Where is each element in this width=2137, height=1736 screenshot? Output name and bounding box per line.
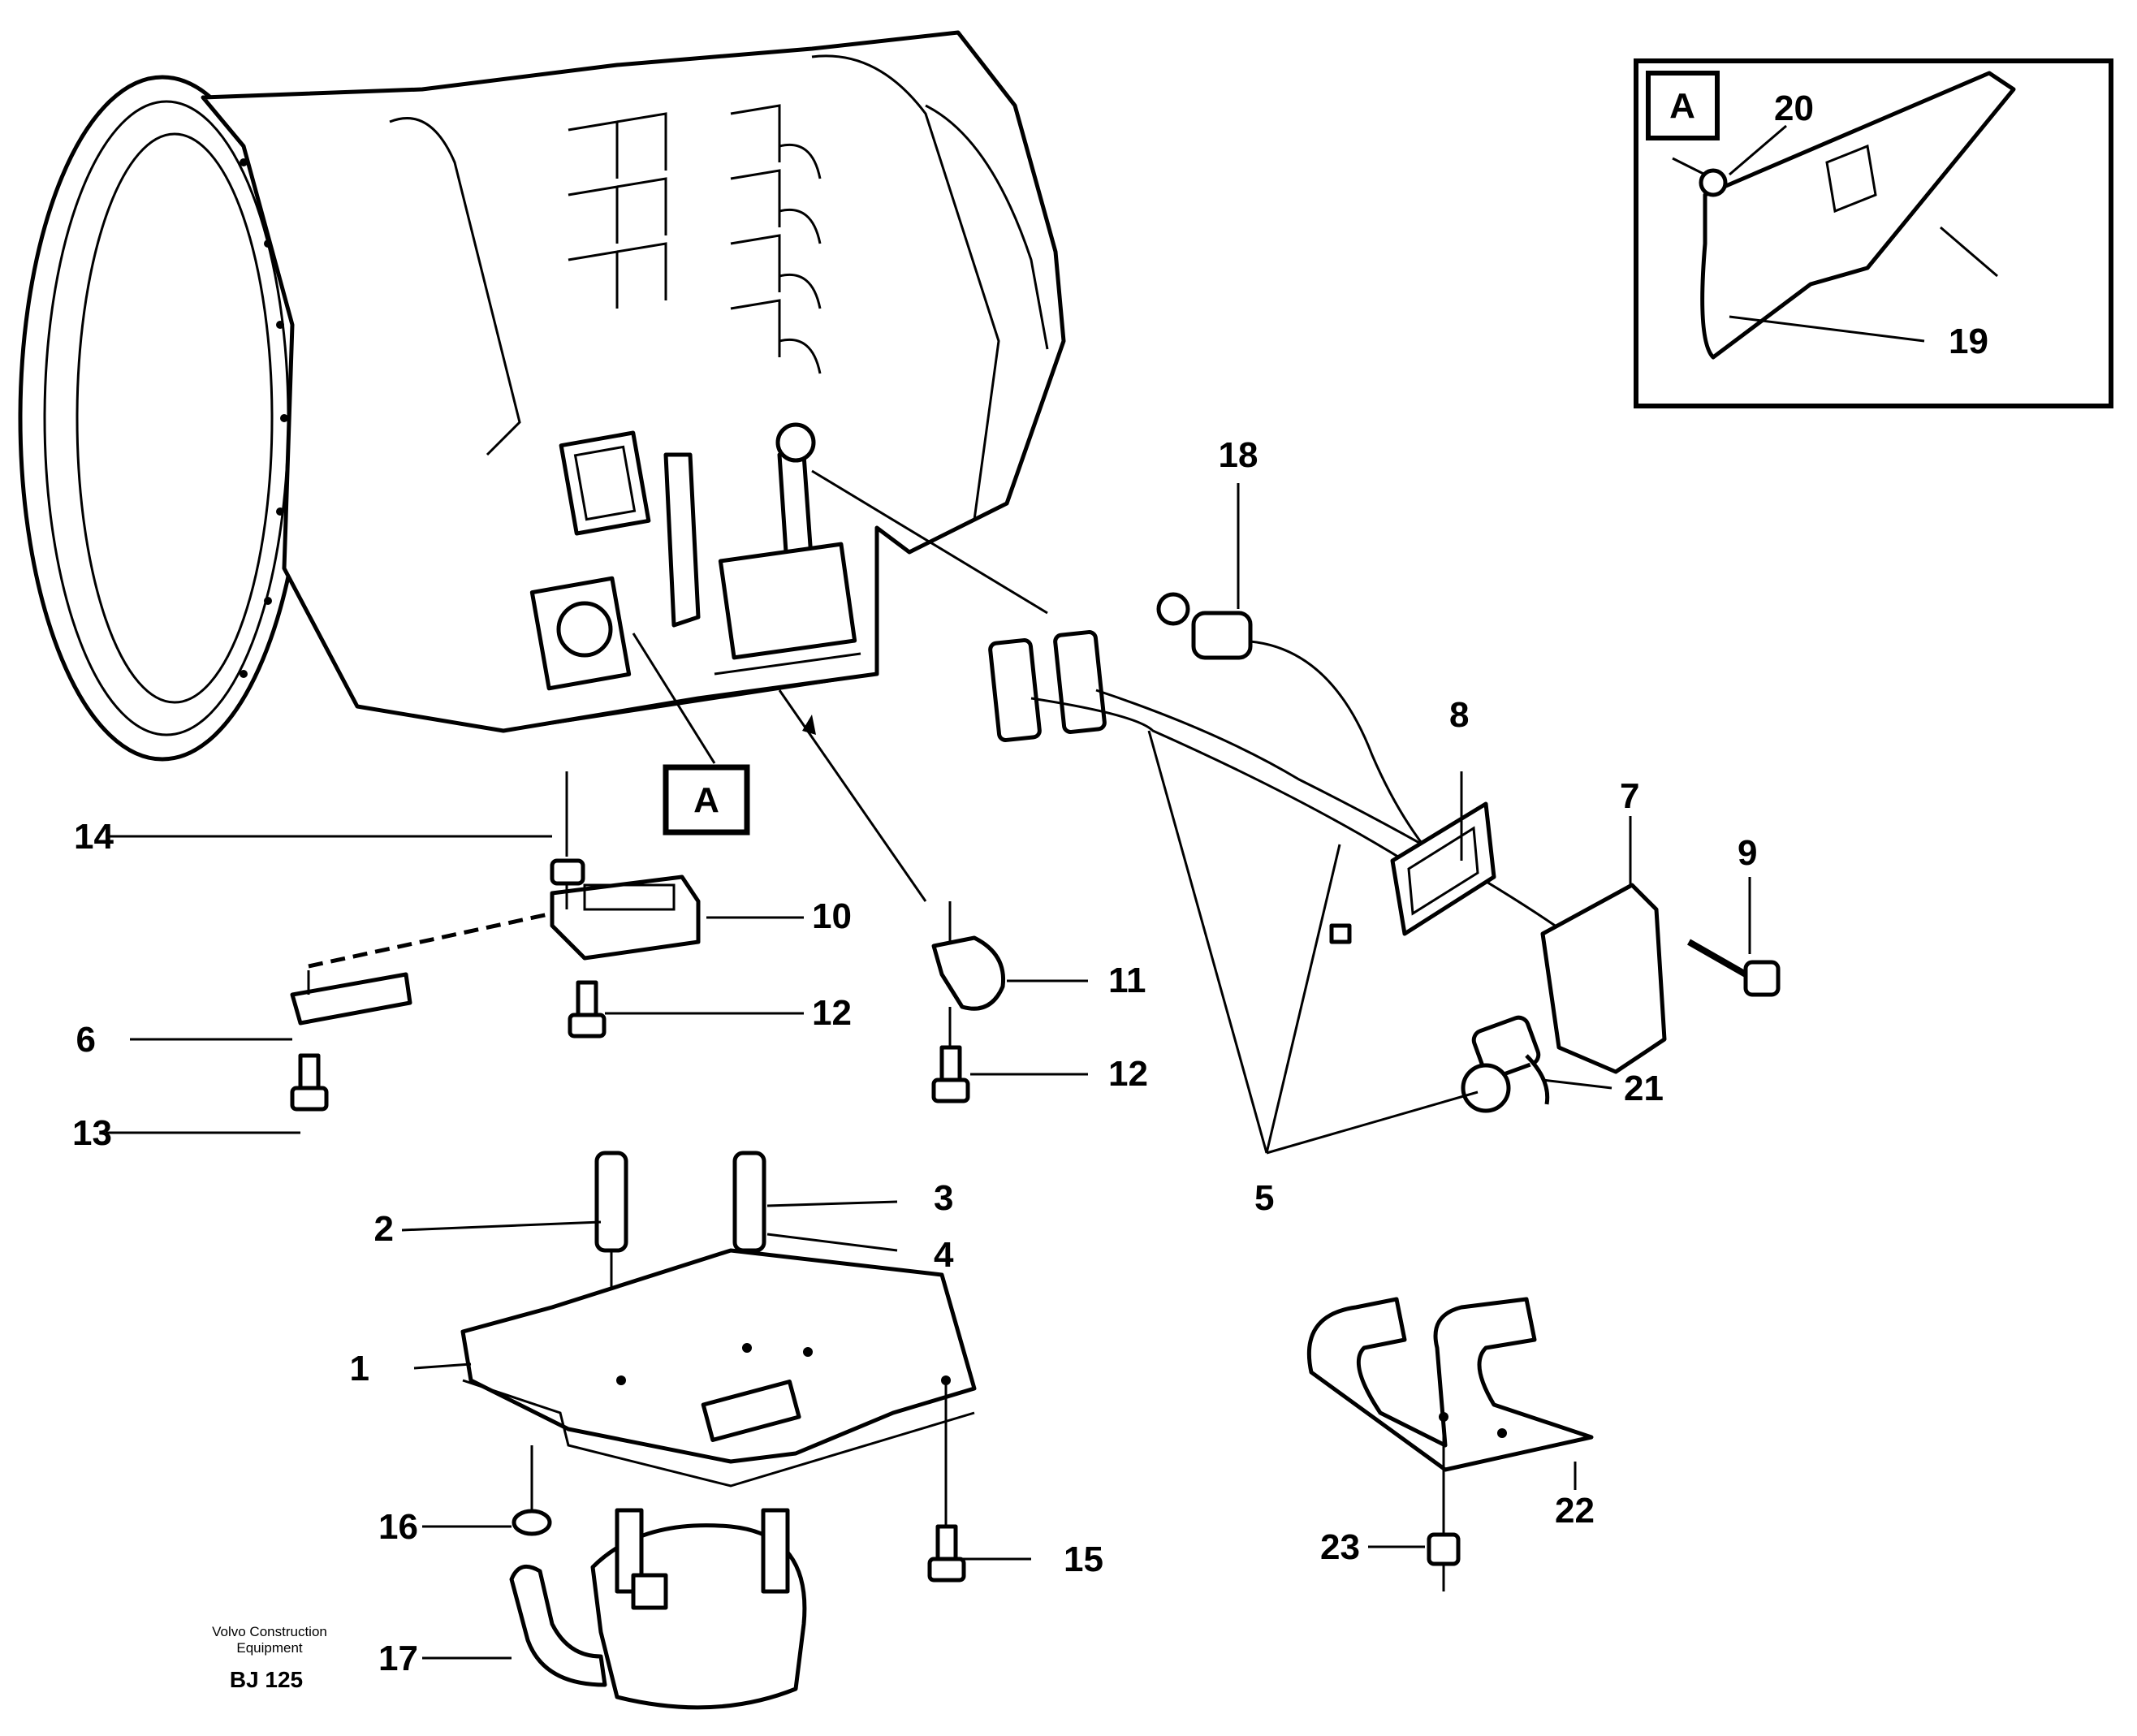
- callout-22: 22: [1555, 1491, 1595, 1531]
- detail-view-a: A: [1634, 58, 2113, 408]
- callout-21: 21: [1624, 1069, 1664, 1108]
- valve-plate: [460, 1151, 977, 1710]
- callout-leaders: [106, 483, 1751, 1660]
- callout-12a: 12: [812, 993, 852, 1033]
- callout-9: 9: [1738, 833, 1757, 873]
- callout-10: 10: [812, 896, 852, 936]
- leader-lines-housing: [632, 469, 1048, 902]
- callout-16: 16: [378, 1507, 418, 1547]
- callout-3: 3: [934, 1178, 953, 1218]
- wiring-harness: [988, 592, 1781, 1113]
- callout-20: 20: [1774, 89, 1814, 128]
- detail-ref-box: A: [663, 764, 750, 836]
- callout-5: 5: [1254, 1178, 1274, 1218]
- callout-numbers: 1 2 3 4 5 6 7 8 9 10 11 12 12 13 14 15 1…: [72, 89, 1988, 1678]
- figure-credit: Volvo Construction Equipment BJ 125: [212, 1624, 327, 1692]
- callout-7: 7: [1620, 776, 1639, 816]
- callout-14: 14: [74, 817, 114, 857]
- callout-11: 11: [1108, 961, 1146, 1000]
- figure-code: BJ 125: [230, 1667, 303, 1692]
- callout-13: 13: [72, 1113, 112, 1153]
- arrow-head: [802, 715, 816, 735]
- credit-line-1: Volvo Construction: [212, 1624, 327, 1639]
- credit-line-2: Equipment: [236, 1640, 303, 1656]
- clip-assembly: [1306, 1297, 1594, 1591]
- callout-6: 6: [76, 1020, 96, 1060]
- callout-1: 1: [350, 1349, 369, 1388]
- callout-23: 23: [1320, 1527, 1360, 1567]
- callout-17: 17: [378, 1639, 418, 1678]
- callout-18: 18: [1219, 435, 1258, 475]
- transmission-housing: [18, 30, 1066, 762]
- detail-box-label: A: [1669, 86, 1695, 126]
- callout-2: 2: [374, 1209, 394, 1249]
- detail-ref-label: A: [693, 780, 719, 820]
- callout-4: 4: [934, 1235, 954, 1275]
- callout-15: 15: [1064, 1540, 1103, 1579]
- callout-19: 19: [1949, 322, 1988, 361]
- callout-8: 8: [1449, 695, 1469, 735]
- callout-12b: 12: [1108, 1054, 1148, 1094]
- parts-left: [290, 771, 1006, 1112]
